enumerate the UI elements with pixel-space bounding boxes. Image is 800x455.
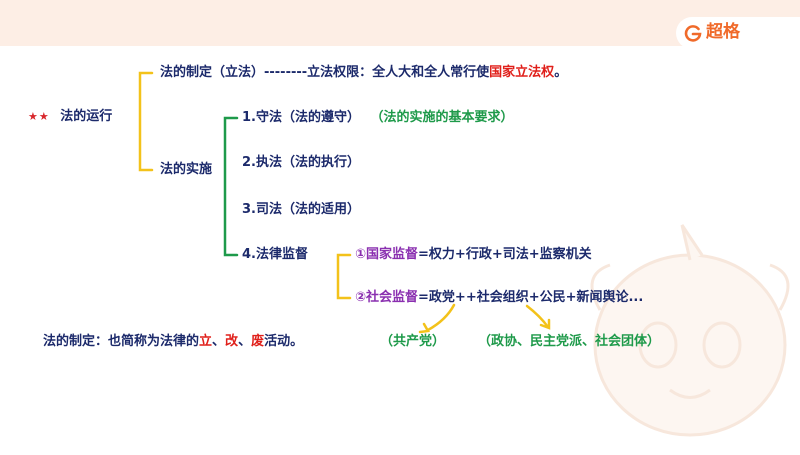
party-note: （共产党） xyxy=(380,334,446,349)
bracket-supervision xyxy=(336,253,352,300)
brand-name: 超格 xyxy=(706,22,740,42)
item-enforce-law: 2.执法（法的执行） xyxy=(242,155,360,170)
branch-lawmaking: 法的制定（立法）--------立法权限：全人大和全人常行使国家立法权。 xyxy=(160,65,568,80)
bracket-main xyxy=(138,71,154,172)
basic-requirement-note: （法的实施的基本要求） xyxy=(370,110,514,125)
brand-g-icon xyxy=(684,25,702,42)
legislative-power-highlight: 国家立法权 xyxy=(489,65,555,80)
arrow-party xyxy=(426,303,456,332)
lawmaking-definition: 法的制定：也简称为法律的立、改、废活动。 xyxy=(43,334,304,349)
item-obey-law: 1.守法（法的遵守） （法的实施的基本要求） xyxy=(242,110,514,125)
item-apply-law: 3.司法（法的适用） xyxy=(242,202,360,217)
stars-icon: ★★ xyxy=(28,110,50,123)
state-supervision: ①国家监督=权力+行政+司法+监察机关 xyxy=(355,247,592,262)
item-legal-supervision: 4.法律监督 xyxy=(242,247,308,262)
social-supervision: ②社会监督=政党++社会组织+公民+新闻舆论... xyxy=(355,290,644,305)
organizations-note: （政协、民主党派、社会团体） xyxy=(478,334,661,349)
mascot-watermark xyxy=(590,224,790,437)
root-node: ★★ 法的运行 xyxy=(28,109,112,125)
top-bar xyxy=(0,0,800,46)
bracket-implementation xyxy=(223,116,239,257)
branch-implementation: 法的实施 xyxy=(160,162,213,177)
root-label: 法的运行 xyxy=(60,109,113,124)
arrow-orgs xyxy=(525,304,550,329)
